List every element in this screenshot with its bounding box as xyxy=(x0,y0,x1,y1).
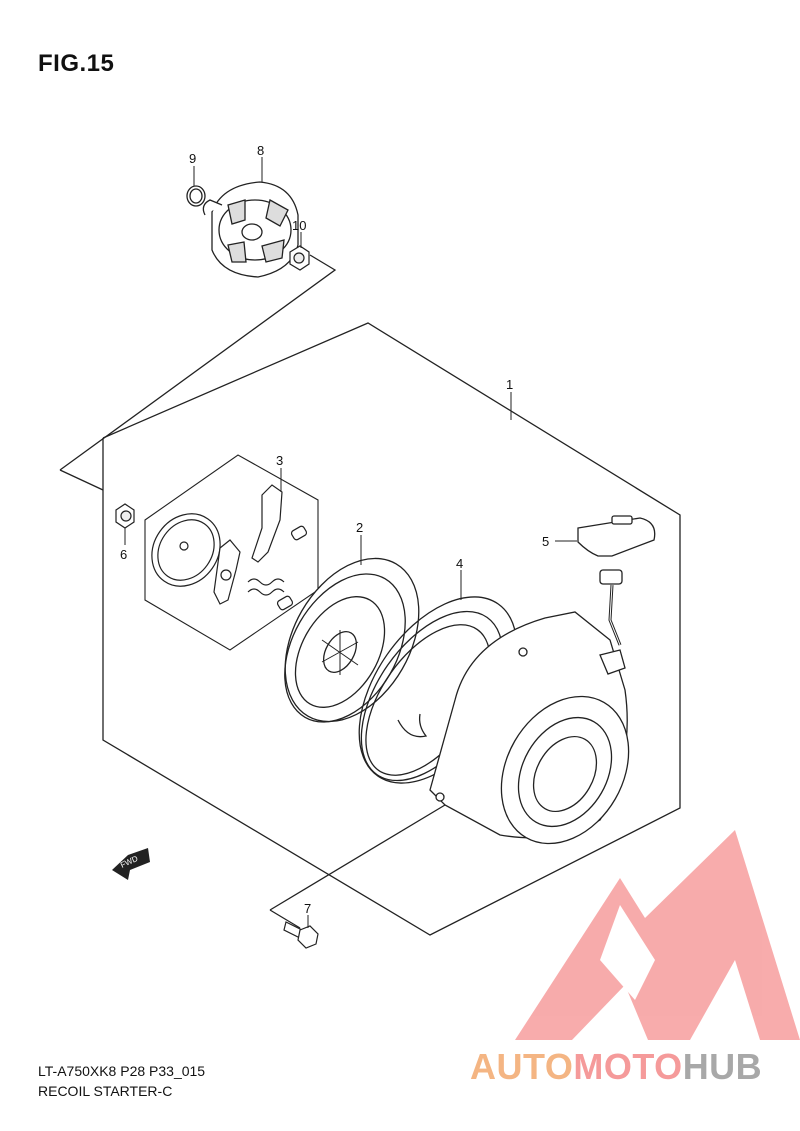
part-7-bolt xyxy=(283,921,319,949)
diagram-code: LT-A750XK8 P28 P33_015 xyxy=(38,1063,206,1079)
callout-2: 2 xyxy=(356,520,363,535)
callout-3: 3 xyxy=(276,453,283,468)
part-6-nut xyxy=(115,503,135,529)
callout-7: 7 xyxy=(304,901,311,916)
callout-6: 6 xyxy=(120,547,127,562)
callout-numbers: 1 2 3 4 5 6 7 8 9 10 xyxy=(120,143,549,916)
part-10-nut xyxy=(289,245,310,271)
callout-10: 10 xyxy=(292,218,306,233)
recoil-housing xyxy=(429,611,630,845)
watermark-text: AUTOMOTOHUB xyxy=(470,1046,762,1088)
figure-title: FIG.15 xyxy=(38,50,115,77)
part-3-ratchet-set xyxy=(151,484,308,611)
part-9-o-ring xyxy=(186,185,206,207)
callout-1: 1 xyxy=(506,377,513,392)
callout-leaders xyxy=(124,157,577,928)
automotohub-logo xyxy=(515,830,800,1040)
callout-9: 9 xyxy=(189,151,196,166)
part-2-recoil-reel xyxy=(284,557,420,723)
callout-5: 5 xyxy=(542,534,549,549)
callout-4: 4 xyxy=(456,556,463,571)
watermark-part-hub: HUB xyxy=(682,1046,763,1087)
watermark-part-moto: MOTO xyxy=(573,1046,683,1087)
diagram-name: RECOIL STARTER-C xyxy=(38,1083,173,1099)
part-8-drive-pulley xyxy=(202,181,299,278)
fwd-arrow-icon: FWD xyxy=(112,848,150,880)
assembly-outline xyxy=(59,254,681,936)
callout-8: 8 xyxy=(257,143,264,158)
part-5-starter-handle xyxy=(577,515,656,646)
watermark-part-auto: AUTO xyxy=(470,1046,574,1087)
